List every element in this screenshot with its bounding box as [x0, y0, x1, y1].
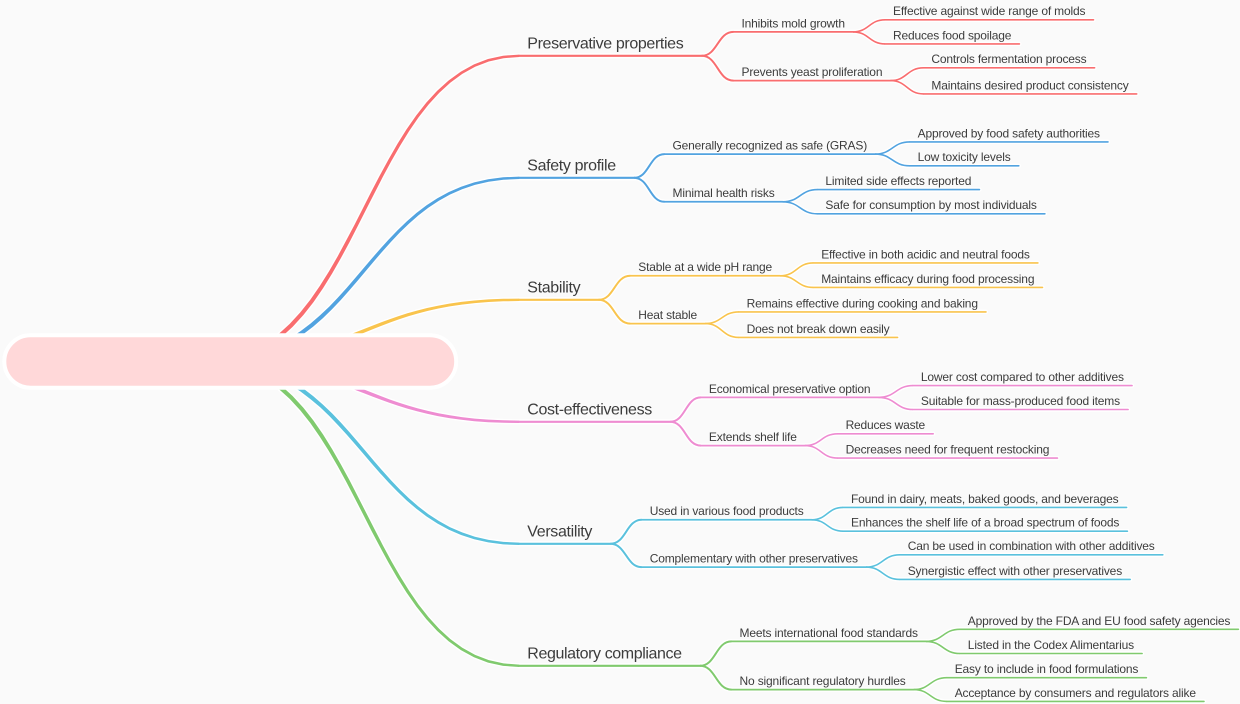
svg-text:Lower cost compared to other a: Lower cost compared to other additives — [921, 370, 1124, 384]
svg-text:Extends shelf life: Extends shelf life — [709, 430, 797, 444]
svg-text:Stability: Stability — [527, 279, 580, 296]
svg-text:Complementary with other prese: Complementary with other preservatives — [650, 552, 858, 566]
svg-text:Maintains desired product cons: Maintains desired product consistency — [931, 78, 1128, 92]
svg-text:Can be used in combination wit: Can be used in combination with other ad… — [908, 539, 1155, 553]
svg-text:No significant regulatory hurd: No significant regulatory hurdles — [740, 674, 906, 688]
svg-text:Cost-effectiveness: Cost-effectiveness — [527, 401, 652, 418]
svg-text:Decreases need for frequent re: Decreases need for frequent restocking — [846, 443, 1050, 457]
svg-text:Approved by food safety author: Approved by food safety authorities — [918, 126, 1100, 140]
svg-text:Suitable for mass-produced foo: Suitable for mass-produced food items — [921, 394, 1120, 408]
svg-text:Inhibits mold growth: Inhibits mold growth — [742, 16, 846, 30]
svg-text:Meets international food stand: Meets international food standards — [740, 626, 919, 640]
svg-text:Approved by the FDA and EU foo: Approved by the FDA and EU food safety a… — [968, 614, 1231, 628]
svg-text:Limited side effects reported: Limited side effects reported — [825, 174, 971, 188]
svg-text:Found in dairy, meats, baked g: Found in dairy, meats, baked goods, and … — [851, 492, 1119, 506]
svg-text:Enhances the shelf life of a b: Enhances the shelf life of a broad spect… — [851, 516, 1119, 530]
svg-text:Effective against wide range o: Effective against wide range of molds — [893, 4, 1086, 18]
svg-text:Safe for consumption by most i: Safe for consumption by most individuals — [825, 198, 1037, 212]
svg-text:Effective in both acidic and n: Effective in both acidic and neutral foo… — [821, 247, 1030, 261]
svg-text:Used in various food products: Used in various food products — [650, 504, 804, 518]
svg-text:Regulatory compliance: Regulatory compliance — [527, 645, 682, 662]
svg-text:Remains effective during cooki: Remains effective during cooking and bak… — [747, 296, 978, 310]
svg-text:Preservative properties: Preservative properties — [527, 35, 683, 52]
svg-text:Generally recognized as safe (: Generally recognized as safe (GRAS) — [673, 139, 868, 153]
svg-text:Does not break down easily: Does not break down easily — [747, 322, 890, 336]
svg-text:Stable at a wide pH range: Stable at a wide pH range — [638, 260, 772, 274]
svg-text:Minimal health risks: Minimal health risks — [673, 186, 775, 200]
svg-text:Listed in the Codex Alimentari: Listed in the Codex Alimentarius — [968, 638, 1134, 652]
svg-text:Heat stable: Heat stable — [638, 308, 697, 322]
svg-text:Reduces waste: Reduces waste — [846, 418, 926, 432]
svg-text:Prevents yeast proliferation: Prevents yeast proliferation — [742, 65, 883, 79]
svg-text:Low toxicity levels: Low toxicity levels — [918, 150, 1011, 164]
svg-text:Easy to include in food formul: Easy to include in food formulations — [955, 662, 1139, 676]
svg-text:Acceptance by consumers and re: Acceptance by consumers and regulators a… — [955, 686, 1197, 700]
svg-text:Safety profile: Safety profile — [527, 157, 616, 174]
svg-text:Controls fermentation process: Controls fermentation process — [931, 52, 1086, 66]
svg-text:Versatility: Versatility — [527, 523, 592, 540]
svg-text:Synergistic effect with other: Synergistic effect with other preservati… — [908, 564, 1122, 578]
svg-text:Economical preservative option: Economical preservative option — [709, 382, 871, 396]
svg-text:Reduces food spoilage: Reduces food spoilage — [893, 28, 1012, 42]
svg-text:Maintains efficacy during food: Maintains efficacy during food processin… — [821, 272, 1034, 286]
